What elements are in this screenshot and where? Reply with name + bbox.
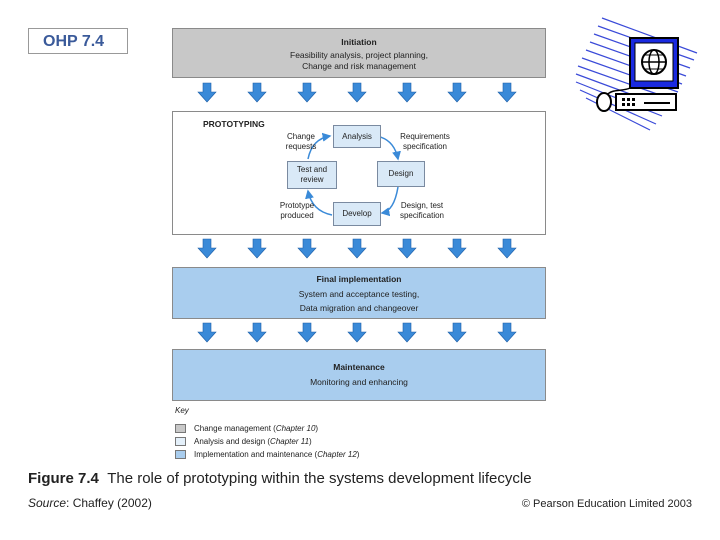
down-arrow-icon xyxy=(347,82,367,103)
down-arrow-icon xyxy=(247,82,267,103)
source-label: Source xyxy=(28,496,67,510)
source-text: : Chaffey (2002) xyxy=(66,496,152,510)
prototyping-title: PROTOTYPING xyxy=(203,119,265,129)
source-line: Source: Chaffey (2002) xyxy=(28,496,152,510)
down-arrow-icon xyxy=(447,322,467,343)
prototype-produced-line-2: produced xyxy=(280,211,314,220)
key-item-chapter: Chapter 10 xyxy=(275,424,316,433)
key-item-text: Analysis and design ( xyxy=(194,437,271,446)
design-test-spec-line-2: specification xyxy=(399,211,445,220)
figure-title: The role of prototyping within the syste… xyxy=(107,470,532,487)
design-test-spec-line-1: Design, test xyxy=(400,201,444,210)
down-arrow-icon xyxy=(347,322,367,343)
arrow-row-1 xyxy=(197,82,517,103)
key-item-text: Implementation and maintenance ( xyxy=(194,450,318,459)
final-implementation-band: Final implementation System and acceptan… xyxy=(172,267,546,319)
down-arrow-icon xyxy=(497,82,517,103)
key-swatch-analysis xyxy=(175,437,186,446)
down-arrow-icon xyxy=(247,238,267,259)
initiation-title: Initiation xyxy=(341,37,377,47)
down-arrow-icon xyxy=(347,238,367,259)
requirements-spec-line-1: Requirements xyxy=(400,132,450,141)
requirements-spec-label: Requirements specification xyxy=(390,132,460,152)
down-arrow-icon xyxy=(447,238,467,259)
key-item-end: ) xyxy=(356,450,360,459)
down-arrow-icon xyxy=(447,82,467,103)
test-review-line-2: review xyxy=(300,175,324,184)
key-item-chapter: Chapter 12 xyxy=(317,450,357,459)
down-arrow-icon xyxy=(197,82,217,103)
figure-caption: Figure 7.4 The role of prototyping withi… xyxy=(28,470,532,487)
requirements-spec-line-2: specification xyxy=(402,142,448,151)
maintenance-band: Maintenance Monitoring and enhancing xyxy=(172,349,546,401)
final-implementation-line-1: System and acceptance testing, xyxy=(298,289,420,299)
key-item: Analysis and design (Chapter 11) xyxy=(175,435,359,448)
initiation-line-1: Feasibility analysis, project planning, xyxy=(290,50,428,60)
change-requests-line-2: requests xyxy=(285,142,317,151)
final-implementation-title: Final implementation xyxy=(316,274,402,284)
figure-number: Figure 7.4 xyxy=(28,470,99,487)
key-swatch-implementation xyxy=(175,450,186,459)
arrow-row-3 xyxy=(197,322,517,343)
key-item-end: ) xyxy=(315,424,319,433)
key-item-text: Change management ( xyxy=(194,424,276,433)
initiation-line-2: Change and risk management xyxy=(302,61,416,71)
analysis-box: Analysis xyxy=(333,125,381,148)
maintenance-title: Maintenance xyxy=(333,362,385,372)
arrow-row-2 xyxy=(197,238,517,259)
key-item-chapter: Chapter 11 xyxy=(270,437,310,446)
test-review-line-1: Test and xyxy=(296,165,328,174)
prototype-produced-label: Prototype produced xyxy=(272,201,322,221)
down-arrow-icon xyxy=(397,238,417,259)
key-item: Implementation and maintenance (Chapter … xyxy=(175,448,359,461)
down-arrow-icon xyxy=(497,238,517,259)
key-swatch-change xyxy=(175,424,186,433)
down-arrow-icon xyxy=(197,322,217,343)
down-arrow-icon xyxy=(297,238,317,259)
maintenance-line-1: Monitoring and enhancing xyxy=(310,377,408,387)
design-box: Design xyxy=(377,161,425,187)
key-item: Change management (Chapter 10) xyxy=(175,422,359,435)
copyright: © Pearson Education Limited 2003 xyxy=(521,498,692,510)
key-item-end: ) xyxy=(309,437,312,446)
develop-box: Develop xyxy=(333,202,381,226)
key-list: Change management (Chapter 10) Analysis … xyxy=(175,422,359,461)
down-arrow-icon xyxy=(297,322,317,343)
down-arrow-icon xyxy=(247,322,267,343)
down-arrow-icon xyxy=(297,82,317,103)
key-title: Key xyxy=(175,406,189,415)
computer-globe-icon xyxy=(575,17,698,131)
down-arrow-icon xyxy=(497,322,517,343)
initiation-band: Initiation Feasibility analysis, project… xyxy=(172,28,546,78)
prototype-produced-line-1: Prototype xyxy=(279,201,315,210)
down-arrow-icon xyxy=(197,238,217,259)
down-arrow-icon xyxy=(397,322,417,343)
design-test-spec-label: Design, test specification xyxy=(388,201,456,221)
test-review-box: Test and review xyxy=(287,161,337,189)
change-requests-label: Change requests xyxy=(276,132,326,152)
ohp-label: OHP 7.4 xyxy=(28,28,128,54)
change-requests-line-1: Change xyxy=(286,132,316,141)
final-implementation-line-2: Data migration and changeover xyxy=(299,303,419,313)
down-arrow-icon xyxy=(397,82,417,103)
